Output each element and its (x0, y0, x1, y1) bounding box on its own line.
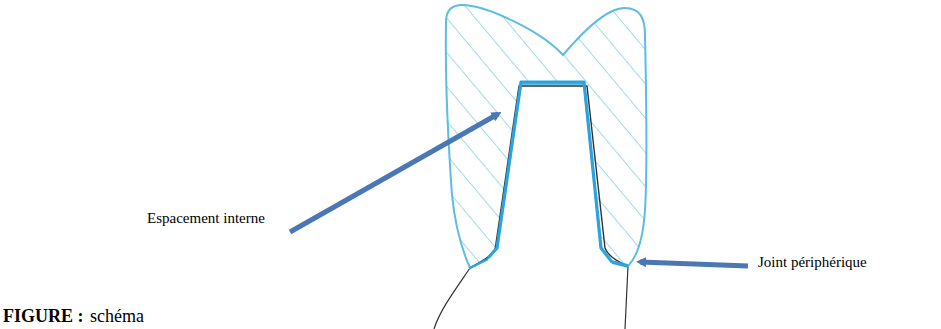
leader-arrow (290, 114, 498, 232)
figure-caption: FIGURE : (3, 306, 84, 327)
root-outline (625, 266, 628, 329)
callout-label: Joint périphérique (758, 254, 867, 271)
callout-label: Espacement interne (147, 210, 265, 227)
internal-spacing (488, 82, 612, 262)
peripheral-joint (470, 259, 488, 268)
figure-caption: schéma (90, 306, 144, 327)
root-outline (434, 268, 470, 329)
tooth-stump (470, 86, 628, 268)
leader-arrow (640, 262, 748, 266)
peripheral-joint (612, 262, 628, 266)
crown (446, 5, 647, 268)
